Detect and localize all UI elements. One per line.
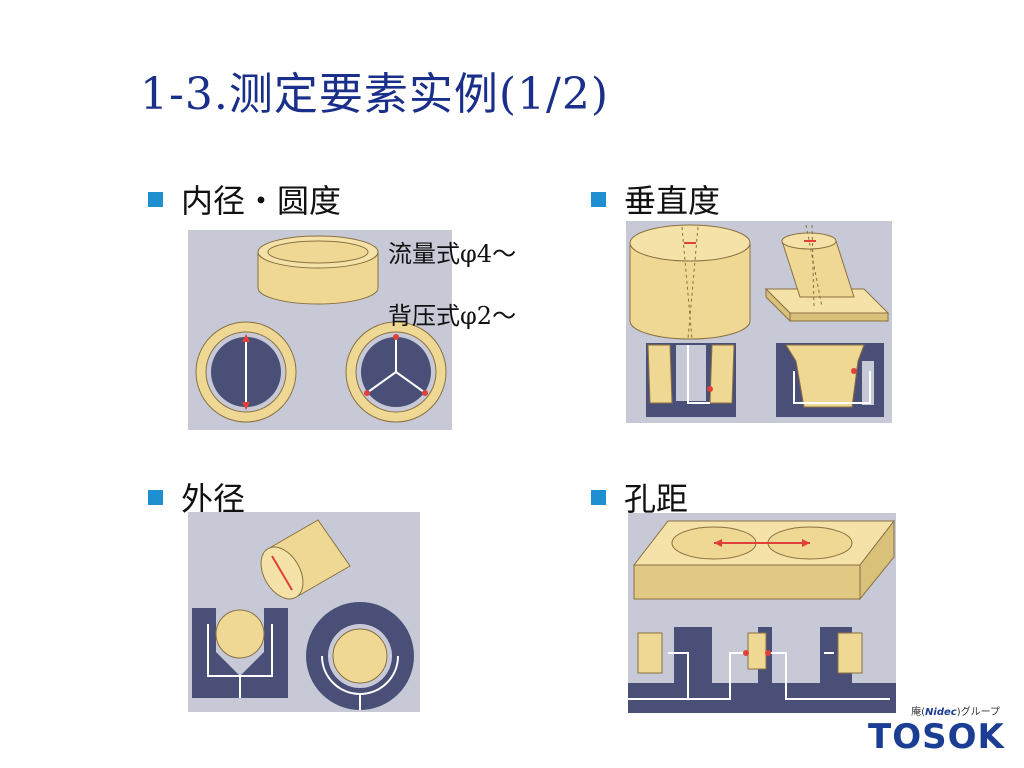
slide-title: 1-3.测定要素实例(1/2) <box>140 69 609 120</box>
bullet-square-icon <box>591 489 606 505</box>
outer-diameter-illustration <box>188 512 420 712</box>
bullet-square-icon <box>591 191 606 207</box>
flow-type-note: 流量式φ4～ <box>388 240 517 268</box>
group-name: Nidec <box>925 707 957 718</box>
inner-diameter-illustration <box>188 230 452 430</box>
brand-name: TOSOK <box>868 717 1005 757</box>
bullet-outer-diameter: 外径 <box>148 474 245 520</box>
bullet-label: 垂直度 <box>624 182 721 220</box>
bullet-perpendicularity: 垂直度 <box>591 176 720 222</box>
bullet-label: 内径・圆度 <box>181 182 342 220</box>
group-suffix: )グループ <box>956 707 1000 718</box>
back-pressure-note: 背压式φ2～ <box>388 302 517 330</box>
bullet-hole-distance: 孔距 <box>591 474 688 520</box>
hole-distance-illustration <box>628 513 896 713</box>
bullet-inner-diameter: 内径・圆度 <box>148 176 341 222</box>
perpendicularity-illustration <box>626 221 892 423</box>
group-prefix: 庵( <box>911 707 926 718</box>
tosok-logo: 庵(Nidec)グループ TOSOK <box>868 703 1005 757</box>
bullet-label: 孔距 <box>624 480 689 518</box>
bullet-square-icon <box>148 489 163 505</box>
bullet-square-icon <box>148 191 163 207</box>
nidec-group-mark: 庵(Nidec)グループ <box>868 703 1000 718</box>
bullet-label: 外径 <box>181 480 246 518</box>
